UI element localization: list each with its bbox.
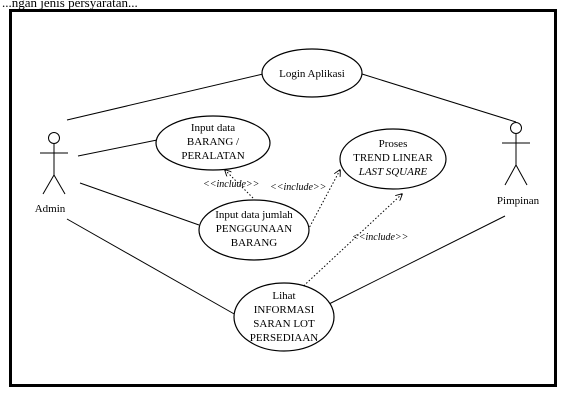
use-case-input-barang: Input data BARANG / PERALATAN <box>155 115 271 171</box>
actor-label: Admin <box>35 203 66 215</box>
use-case-label-line-3: PERALATAN <box>181 150 244 162</box>
use-case-label-line-2: PENGGUNAAN <box>216 223 292 235</box>
assoc-admin-input-penggunaan <box>79 182 200 226</box>
actor-pimpinan: Pimpinan <box>497 122 540 207</box>
use-case-label-line-3: SARAN LOT <box>253 318 315 330</box>
assoc-admin-login <box>66 73 264 121</box>
use-case-input-penggunaan: Input data jumlah PENGGUNAAN BARANG <box>198 199 310 261</box>
use-case-label-line-4: PERSEDIAAN <box>250 332 319 344</box>
use-case-label-line-1: Input data jumlah <box>215 209 293 221</box>
assoc-pimpinan-login <box>361 73 517 123</box>
assoc-admin-input-barang <box>77 139 158 157</box>
use-case-label: Login Aplikasi <box>279 68 345 80</box>
use-case-label-line-3: LAST SQUARE <box>358 166 428 178</box>
include-arrow-2 <box>307 170 340 231</box>
use-case-proses: Proses TREND LINEAR LAST SQUARE <box>339 128 447 190</box>
include-label-2: <<include>> <box>270 182 326 193</box>
include-label-1: <<include>> <box>203 179 259 190</box>
actor-figure-icon <box>40 132 68 195</box>
include-arrow-1 <box>225 170 254 199</box>
use-case-label-line-1: Proses <box>379 138 408 150</box>
use-case-label-line-2: BARANG / <box>187 136 240 148</box>
include-arrow-3 <box>295 194 402 294</box>
use-case-label-line-3: BARANG <box>231 237 278 249</box>
use-case-lihat: Lihat INFORMASI SARAN LOT PERSEDIAAN <box>233 282 335 352</box>
use-case-label-line-1: Input data <box>191 122 235 134</box>
assoc-admin-lihat <box>66 218 237 316</box>
actor-figure-icon <box>502 122 530 186</box>
use-case-label-line-2: TREND LINEAR <box>353 152 433 164</box>
use-case-label-line-2: INFORMASI <box>254 304 315 316</box>
use-case-login: Login Aplikasi <box>261 48 363 98</box>
actor-label: Pimpinan <box>497 195 540 207</box>
cropped-top-text: ...ngan jenis persyaratan... <box>2 0 138 10</box>
actor-admin: Admin <box>35 132 68 215</box>
use-case-label-line-1: Lihat <box>272 290 295 302</box>
diagram-frame <box>9 9 557 387</box>
assoc-pimpinan-lihat <box>326 215 506 306</box>
include-label-3: <<include>> <box>352 232 408 243</box>
